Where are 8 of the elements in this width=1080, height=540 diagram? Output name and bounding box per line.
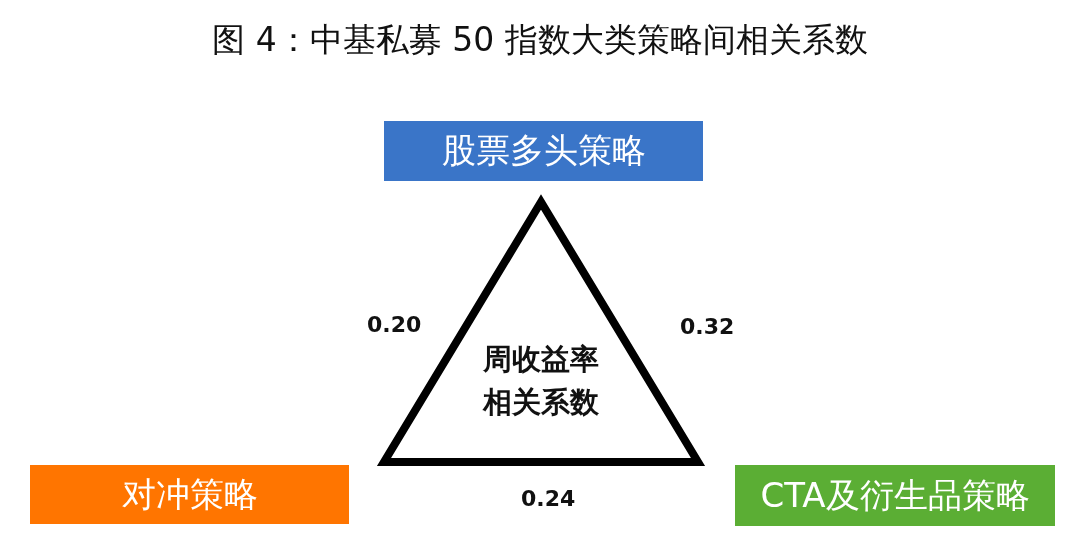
diagram-title: 图 4：中基私募 50 指数大类策略间相关系数 [212, 20, 868, 59]
correlation-value: 0.20 [367, 312, 422, 338]
strategy-box: 对冲策略 [30, 465, 349, 524]
correlation-value: 0.32 [680, 314, 735, 340]
strategy-box: CTA及衍生品策略 [735, 465, 1055, 526]
strategy-box: 股票多头策略 [384, 121, 703, 181]
center-caption: 周收益率相关系数 [481, 341, 600, 421]
correlation-value: 0.24 [521, 486, 576, 512]
